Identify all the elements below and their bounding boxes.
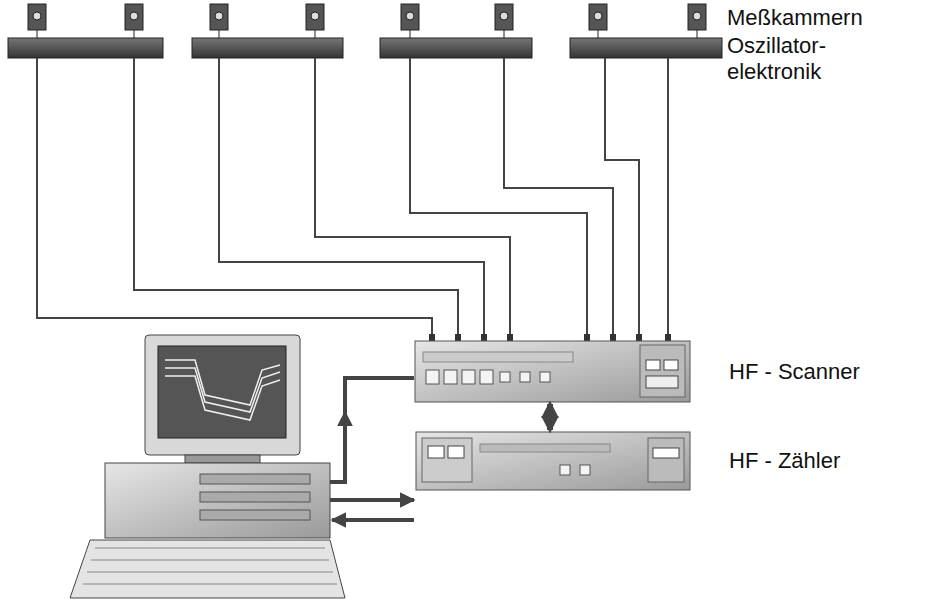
computer	[70, 335, 345, 598]
oscillator-bars	[8, 38, 722, 58]
part-label: Meßkammern	[725, 5, 865, 31]
device-box: HF - Zähler	[416, 432, 690, 490]
part-label: Oszillator- elektronik	[725, 33, 859, 85]
data-link-arrow	[547, 404, 553, 430]
counter-device	[416, 432, 690, 490]
device-label: HF - Scanner	[727, 359, 862, 385]
measuring-chambers	[28, 4, 706, 38]
scanner-device	[415, 341, 690, 402]
signal-cables	[37, 58, 668, 341]
computer-links	[330, 378, 414, 520]
device-label: HF - Zähler	[727, 448, 842, 474]
device-box: HF - Scanner	[415, 341, 690, 402]
